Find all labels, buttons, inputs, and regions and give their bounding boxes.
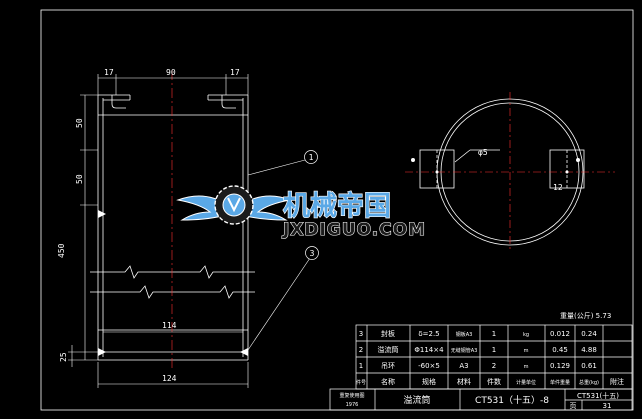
dim-phi: φ5 (478, 148, 488, 157)
svg-text:溢流筒: 溢流筒 (378, 345, 399, 354)
title-part-name: 溢流筒 (403, 394, 430, 406)
svg-text:件号: 件号 (356, 379, 366, 386)
svg-text:-60×5: -60×5 (418, 362, 440, 370)
bom-table-grid (355, 324, 633, 390)
svg-text:总重(kg): 总重(kg) (579, 379, 599, 386)
title-first-use: 重复使用图 (339, 392, 364, 399)
bom-row-1: 1 吊环 -60×5 A3 2 m 0.129 0.61 (359, 362, 597, 370)
title-series: CT531(十五) (577, 391, 619, 400)
bom-row-3: 3 封板 δ=2.5 钢板A3 1 kg 0.012 0.24 (359, 329, 598, 338)
svg-text:1: 1 (492, 346, 496, 354)
dim-top-90: 90 (166, 68, 176, 77)
svg-text:单件重量: 单件重量 (550, 379, 570, 386)
svg-text:无缝钢管A3: 无缝钢管A3 (451, 347, 478, 354)
svg-text:规格: 规格 (422, 377, 436, 386)
winged-gear-logo (176, 185, 292, 225)
svg-text:0.012: 0.012 (550, 330, 570, 338)
svg-text:0.45: 0.45 (552, 346, 568, 354)
svg-text:0.24: 0.24 (581, 330, 597, 338)
watermark: 机械帝国 JXDIGUO.COM (176, 185, 426, 241)
dim-top-17-right: 17 (230, 68, 240, 77)
svg-text:名称: 名称 (381, 377, 395, 386)
svg-text:1: 1 (492, 330, 496, 338)
svg-text:0.129: 0.129 (550, 362, 570, 370)
svg-text:钢板A3: 钢板A3 (456, 331, 473, 338)
title-year: 1976 (346, 402, 359, 408)
dim-114: 114 (162, 321, 177, 330)
front-view (90, 94, 255, 361)
svg-text:3: 3 (310, 249, 315, 258)
svg-text:1: 1 (309, 153, 314, 162)
leader-lines (247, 159, 311, 351)
title-page-no: 31 (603, 402, 612, 410)
svg-text:件数: 件数 (487, 377, 501, 386)
dim-12: 12 (553, 183, 563, 192)
svg-text:A3: A3 (459, 362, 468, 370)
dim-top-17-left: 17 (104, 68, 114, 77)
svg-text:2: 2 (359, 346, 363, 354)
svg-text:kg: kg (523, 332, 529, 338)
svg-text:计量单位: 计量单位 (516, 379, 536, 386)
svg-text:Φ114×4: Φ114×4 (414, 346, 444, 354)
dim-124: 124 (162, 374, 177, 383)
dim-50-b: 50 (75, 174, 84, 184)
svg-text:封板: 封板 (381, 329, 395, 338)
dim-50-a: 50 (75, 118, 84, 128)
svg-text:2: 2 (492, 362, 496, 370)
dim-450: 450 (57, 243, 66, 258)
svg-text:3: 3 (359, 330, 363, 338)
watermark-latin: JXDIGUO.COM (282, 220, 426, 240)
svg-text:4.88: 4.88 (581, 346, 597, 354)
dimension-lines (68, 74, 249, 388)
top-view-markers (411, 158, 580, 174)
svg-text:m: m (524, 364, 529, 370)
svg-text:附注: 附注 (610, 377, 624, 386)
weight-label: 重量(公斤) 5.73 (560, 311, 611, 320)
svg-text:δ=2.5: δ=2.5 (418, 330, 439, 338)
watermark-chinese: 机械帝国 (283, 190, 391, 222)
top-view-center-lines (405, 92, 615, 252)
title-block-grid (329, 388, 633, 411)
callout-3: 3 (305, 246, 319, 260)
title-page-label: 页 (570, 402, 577, 410)
svg-text:吊环: 吊环 (381, 362, 395, 370)
weld-marks (98, 210, 248, 356)
svg-text:1: 1 (359, 362, 363, 370)
title-drawing-code: CT531（十五）-8 (475, 394, 549, 406)
callout-1: 1 (304, 150, 318, 164)
bom-row-2: 2 溢流筒 Φ114×4 无缝钢管A3 1 m 0.45 4.88 (359, 345, 597, 354)
svg-text:材料: 材料 (457, 377, 471, 386)
svg-text:m: m (524, 348, 529, 354)
dim-25: 25 (59, 352, 68, 362)
bom-header-row: 件号 名称 规格 材料 件数 计量单位 单件重量 总重(kg) 附注 (356, 377, 624, 386)
svg-text:0.61: 0.61 (581, 362, 597, 370)
